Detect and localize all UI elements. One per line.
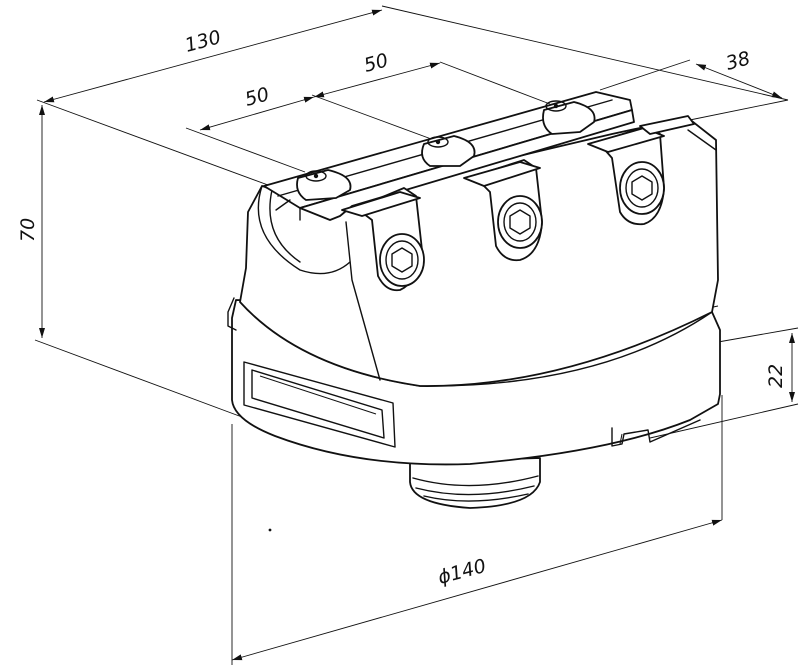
stray-dot [268,528,272,532]
locating-pin-2 [421,135,476,167]
main-block [239,117,719,387]
dim-diameter: ϕ140 [436,555,489,589]
dim-line-spacing-left [199,96,315,131]
dimension-lines [39,9,795,661]
dim-height: 70 [17,218,39,242]
socket-screws [379,161,665,287]
bottom-spigot [409,457,541,509]
locating-pins [296,100,596,201]
dim-base-height: 22 [765,364,787,388]
dim-line-length [43,9,383,103]
locating-pin-3 [542,100,596,135]
dim-line-diameter [231,519,723,661]
screw-2 [497,195,543,249]
dim-spacing-right: 50 [362,49,391,77]
dim-spacing-left: 50 [243,83,272,111]
locating-pin-1 [296,169,352,201]
dim-line-width [695,63,783,99]
dim-length: 130 [183,26,224,57]
screw-1 [379,233,425,287]
dim-width: 38 [724,47,753,75]
dim-line-spacing-right [313,62,441,98]
screw-3 [619,161,665,215]
